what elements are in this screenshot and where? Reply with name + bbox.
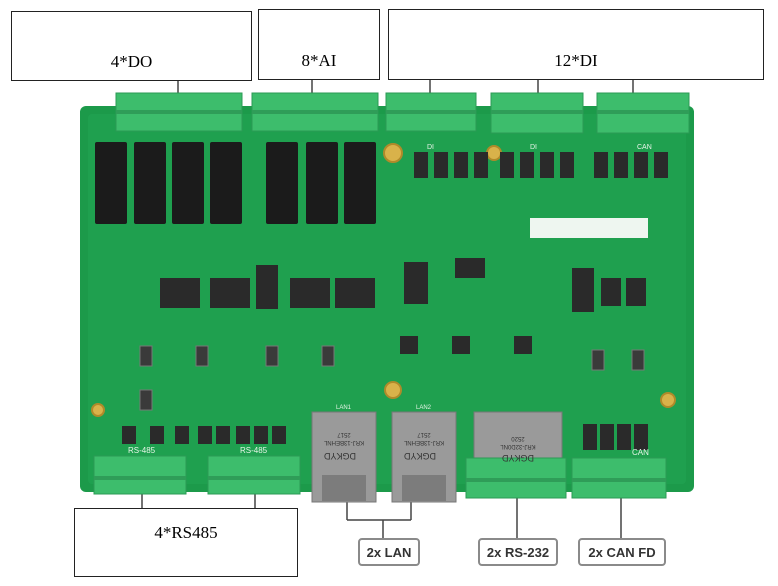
silk-lan2: LAN2 bbox=[416, 405, 432, 411]
tag-canfd: 2x CAN FD bbox=[578, 538, 666, 566]
callout-di: 12*DI bbox=[388, 9, 764, 80]
ics bbox=[160, 258, 646, 354]
dip-switches bbox=[139, 345, 645, 411]
di-chips bbox=[414, 152, 668, 178]
silk-rs485-a: RS-485 bbox=[128, 446, 156, 455]
jack1-brand: DGKYD bbox=[324, 451, 357, 461]
jack3-model: KRJ-32D0NL bbox=[500, 443, 536, 449]
callout-rs485: 4*RS485 bbox=[74, 508, 298, 577]
jack1-code: 2517 bbox=[337, 431, 351, 437]
callout-ai: 8*AI bbox=[258, 9, 380, 80]
mounting-holes bbox=[91, 143, 676, 417]
silk-can-bottom: CAN bbox=[632, 448, 649, 457]
ethernet-jacks bbox=[311, 411, 563, 503]
jack1-model: KRJ-13BEHNL bbox=[323, 439, 364, 445]
silk-di-b: DI bbox=[530, 144, 537, 151]
bottom-chips bbox=[122, 424, 648, 450]
silk-rs485-b: RS-485 bbox=[240, 446, 268, 455]
callout-do: 4*DO bbox=[11, 11, 252, 81]
silk-lan1: LAN1 bbox=[336, 405, 352, 411]
tag-lan: 2x LAN bbox=[358, 538, 420, 566]
jack3-code: 2520 bbox=[511, 435, 525, 441]
jack2-code: 2517 bbox=[417, 431, 431, 437]
tag-rs232: 2x RS-232 bbox=[478, 538, 558, 566]
jack3-brand: DGKYD bbox=[502, 453, 535, 463]
jack2-brand: DGKYD bbox=[404, 451, 437, 461]
relays bbox=[95, 142, 376, 224]
silk-can-top: CAN bbox=[637, 144, 652, 151]
jack2-model: KRJ-13BEHNL bbox=[403, 439, 444, 445]
silk-di-a: DI bbox=[427, 144, 434, 151]
label-pad bbox=[530, 218, 648, 238]
